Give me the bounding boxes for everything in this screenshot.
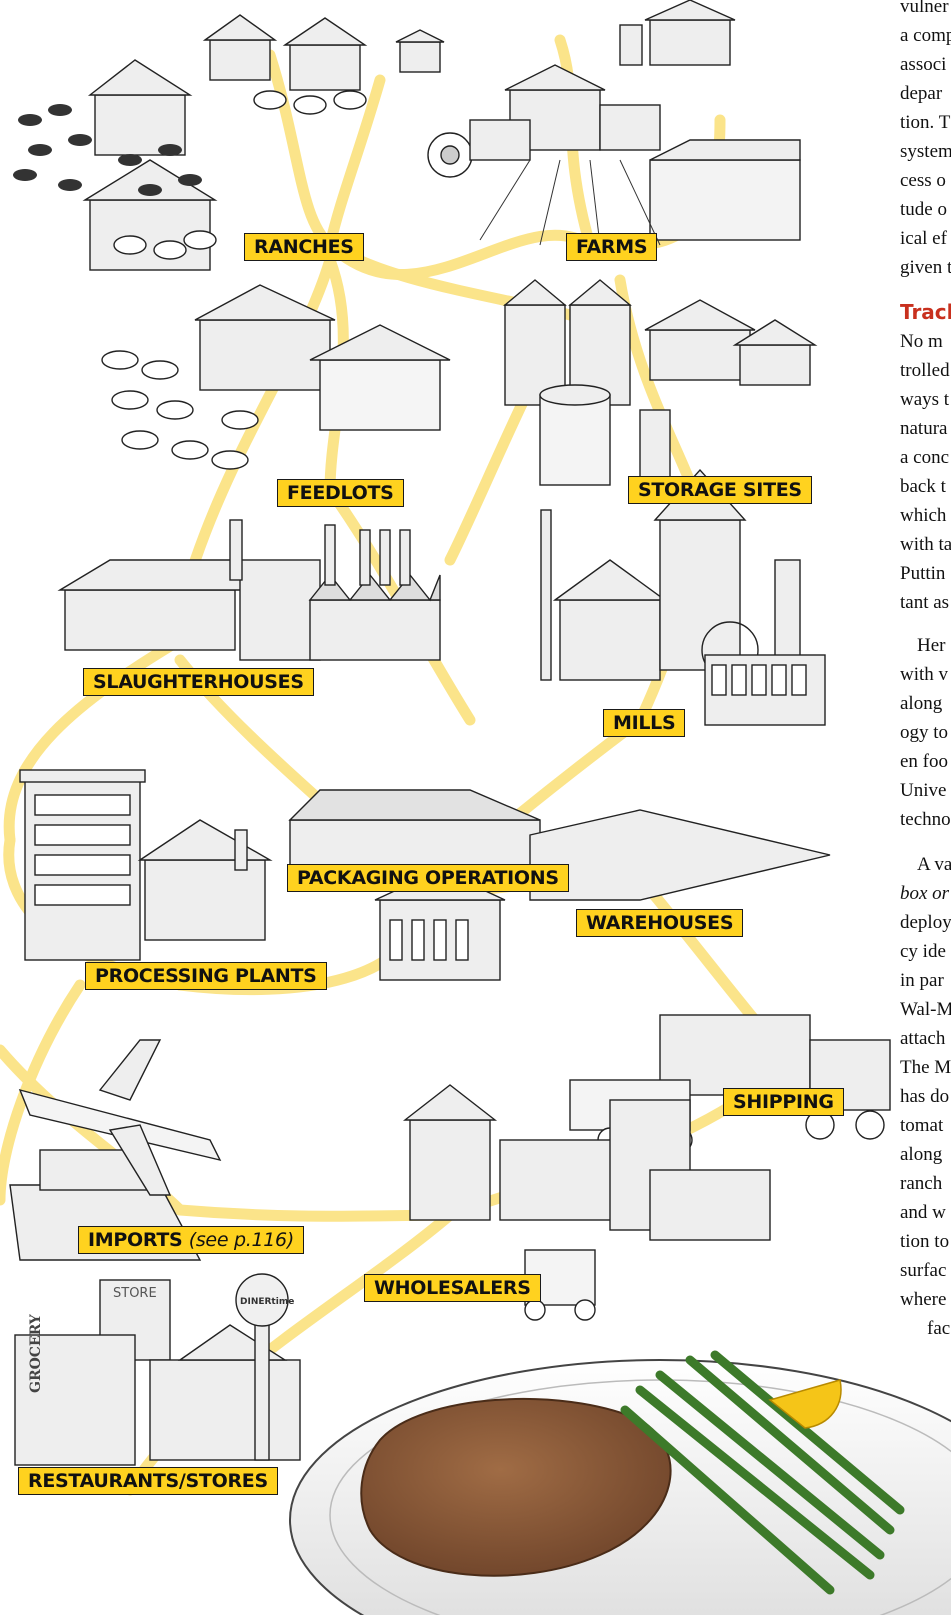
- label-imports: IMPORTS (see p.116): [78, 1226, 304, 1254]
- article-text-column: vulner a comp associ depar tion. T syste…: [897, 0, 951, 1335]
- label-warehouses: WAREHOUSES: [576, 909, 744, 937]
- imports-text: IMPORTS: [88, 1229, 183, 1251]
- restaurants-stores-scene: [14, 1273, 301, 1466]
- store-sign: STORE: [113, 1286, 157, 1301]
- text-line: with v: [900, 664, 949, 685]
- farms-scene: [427, 0, 801, 246]
- text-line: along: [900, 693, 943, 714]
- text-line: vulner: [900, 0, 949, 17]
- text-line: trolled: [900, 360, 950, 381]
- label-restaurants-stores: RESTAURANTS/STORES: [18, 1467, 278, 1495]
- ranches-scene: [13, 14, 445, 271]
- label-storage-sites: STORAGE SITES: [628, 476, 812, 504]
- text-line: where: [900, 1289, 947, 1310]
- text-line: deploy: [900, 912, 951, 933]
- text-line: Wal-M: [900, 999, 951, 1020]
- text-line: surfac: [900, 1260, 947, 1281]
- label-shipping: SHIPPING: [723, 1088, 844, 1116]
- text-line: system: [900, 141, 951, 162]
- text-line: associ: [900, 54, 947, 75]
- label-packaging-operations: PACKAGING OPERATIONS: [287, 864, 569, 892]
- text-line: given t: [900, 257, 951, 278]
- diner-sign: DINERtime: [240, 1297, 294, 1307]
- label-wholesalers: WHOLESALERS: [364, 1274, 541, 1302]
- label-farms: FARMS: [566, 233, 658, 261]
- asparagus: [620, 1350, 905, 1595]
- text-line: tude o: [900, 199, 947, 220]
- text-line: natura: [900, 418, 948, 439]
- text-line: box or: [900, 883, 950, 904]
- slaughterhouses-scene: [57, 519, 441, 661]
- grocery-sign: GROCERY: [28, 1313, 44, 1393]
- text-line: Her: [917, 635, 946, 656]
- text-line: en foo: [900, 751, 949, 772]
- lemon-wedge: [768, 1379, 842, 1429]
- label-slaughterhouses: SLAUGHTERHOUSES: [83, 668, 314, 696]
- text-line: depar: [900, 83, 943, 104]
- text-line: tant as: [900, 592, 950, 613]
- text-line: and w: [900, 1202, 946, 1223]
- text-line: cess o: [900, 170, 946, 191]
- text-line: The M: [900, 1057, 951, 1078]
- text-line: a conc: [900, 447, 950, 468]
- text-line: tion. T: [900, 112, 951, 133]
- steak: [360, 1397, 672, 1577]
- text-line: fac: [927, 1318, 951, 1335]
- text-line: cy ide: [900, 941, 946, 962]
- text-line: A va: [917, 854, 951, 875]
- label-mills: MILLS: [603, 709, 686, 737]
- text-line: along: [900, 1144, 943, 1165]
- plate-meal: [289, 1350, 951, 1615]
- feedlots-scene: [101, 284, 451, 470]
- text-line: a comp: [900, 25, 951, 46]
- processing-plants-scene: [19, 769, 273, 961]
- text-line: techno: [900, 809, 951, 830]
- text-line: with ta: [900, 534, 951, 555]
- storage-sites-scene: [503, 279, 818, 491]
- text-line: tion to: [900, 1231, 950, 1252]
- text-line: has do: [900, 1086, 950, 1107]
- wholesalers-scene: [402, 1084, 771, 1321]
- text-line: ical ef: [900, 228, 947, 249]
- text-line: in par: [900, 970, 944, 991]
- label-ranches: RANCHES: [244, 233, 364, 261]
- text-line: ways t: [900, 389, 950, 410]
- text-line: back t: [900, 476, 946, 497]
- text-line: No m: [900, 331, 943, 352]
- text-line: Unive: [900, 780, 947, 801]
- label-processing-plants: PROCESSING PLANTS: [85, 962, 327, 990]
- text-line: tomat: [900, 1115, 944, 1136]
- text-line: ranch: [900, 1173, 943, 1194]
- text-line: attach: [900, 1028, 946, 1049]
- label-feedlots: FEEDLOTS: [277, 479, 404, 507]
- mills-scene: [540, 468, 826, 726]
- text-line: Puttin: [900, 563, 946, 584]
- text-line: ogy to: [900, 722, 949, 743]
- imports-page-reference: (see p.116): [188, 1229, 295, 1251]
- section-heading: Track: [900, 300, 951, 324]
- text-line: which: [900, 505, 947, 526]
